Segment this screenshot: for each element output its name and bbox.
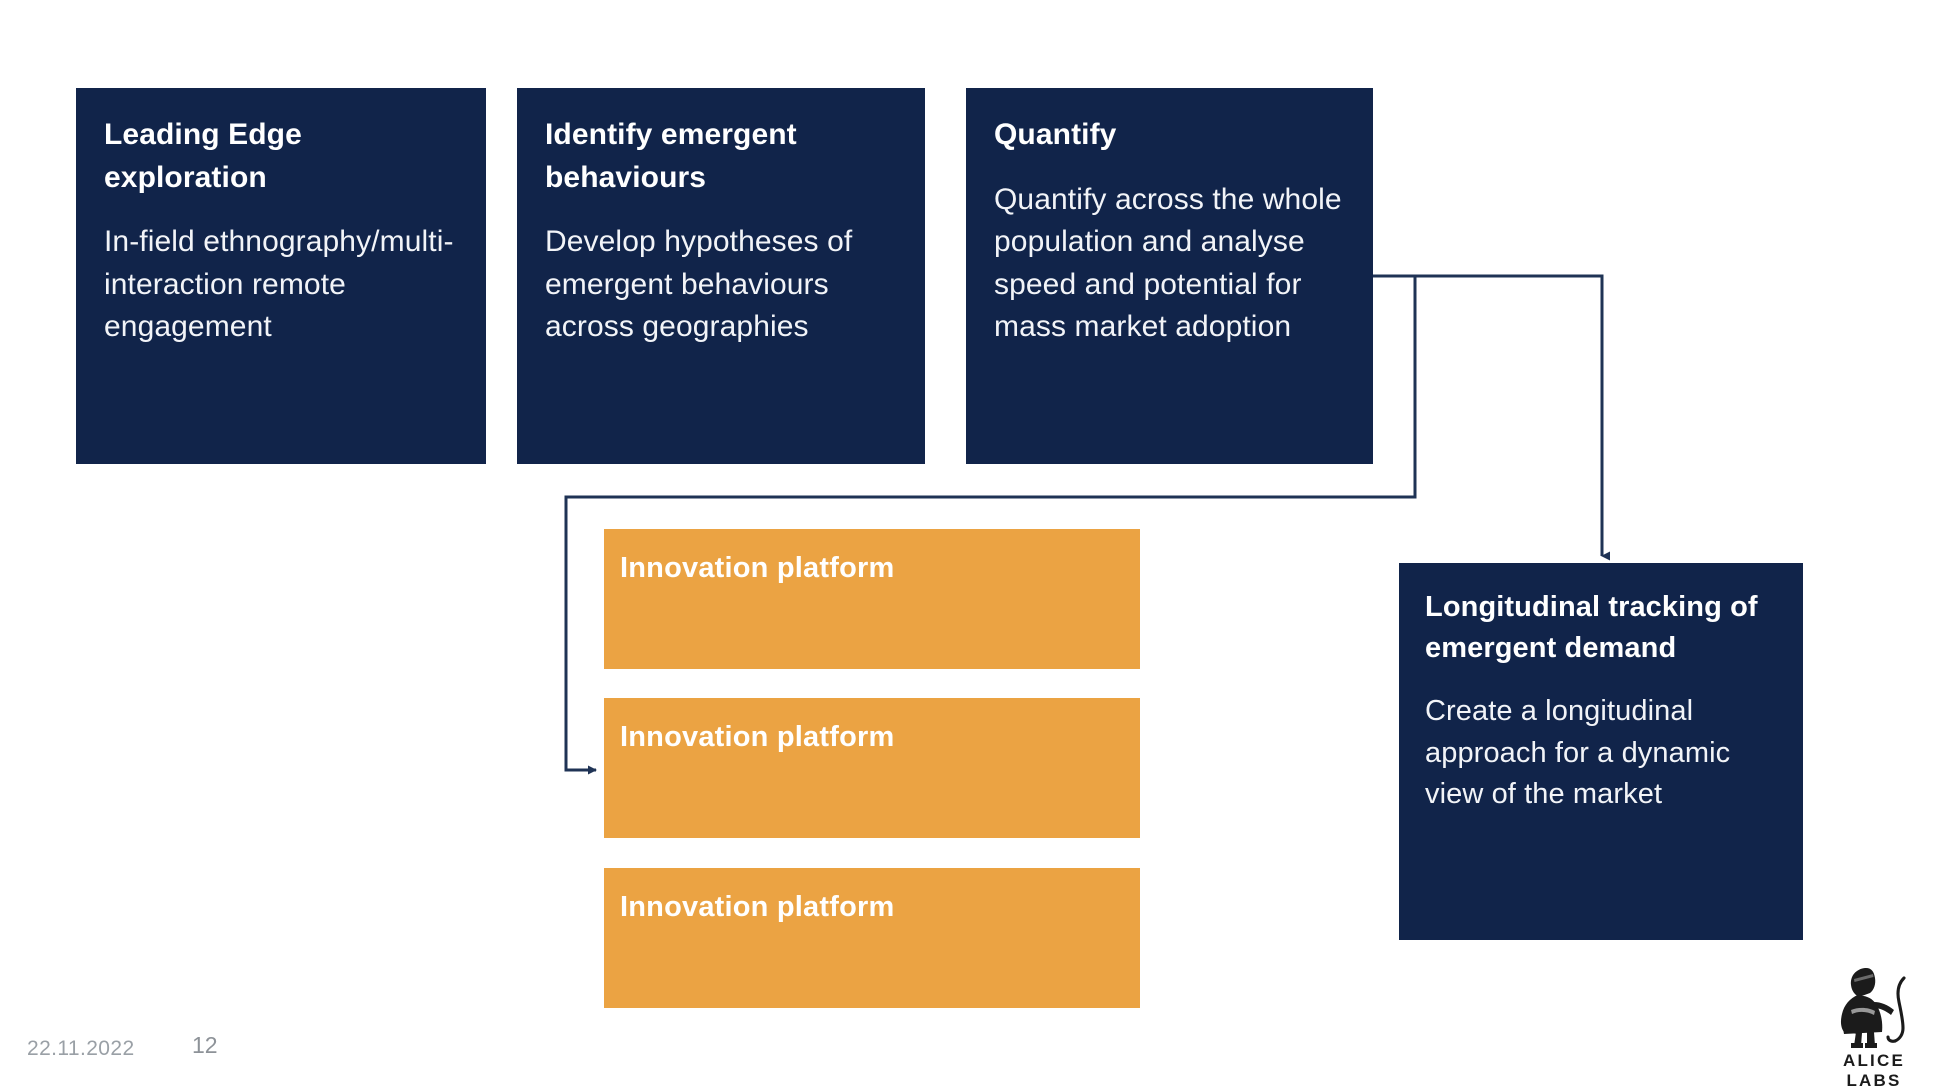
outcome-box-longitudinal-tracking[interactable]: Longitudinal tracking of emergent demand…	[1399, 563, 1803, 940]
innovation-platform-label: Innovation platform	[620, 552, 895, 584]
process-box-body: Quantify across the whole population and…	[994, 182, 1342, 344]
outcome-box-title: Longitudinal tracking of emergent demand	[1425, 591, 1758, 665]
process-box-quantify[interactable]: Quantify Quantify across the whole popul…	[966, 88, 1373, 464]
connector-quantify-to-longitudinal	[1373, 274, 1610, 561]
alice-silhouette-icon	[1840, 967, 1906, 1048]
process-box-title: Quantify	[994, 118, 1117, 151]
process-box-leading-edge[interactable]: Leading Edge exploration In-field ethnog…	[76, 88, 486, 464]
outcome-box-body: Create a longitudinal approach for a dyn…	[1425, 695, 1731, 810]
innovation-platform-bar[interactable]: Innovation platform	[604, 868, 1140, 1008]
process-box-identify-emergent-behaviours[interactable]: Identify emergent behaviours Develop hyp…	[517, 88, 925, 464]
process-box-title: Leading Edge exploration	[104, 118, 302, 194]
alice-labs-wordmark: ALICE LABS	[1843, 1051, 1905, 1090]
footer-date: 22.11.2022	[27, 1037, 135, 1060]
process-box-body: In-field ethnography/multi-interaction r…	[104, 225, 454, 344]
innovation-platform-bar[interactable]: Innovation platform	[604, 698, 1140, 838]
innovation-platform-bar[interactable]: Innovation platform	[604, 529, 1140, 669]
alice-labs-logo: ALICE LABS	[1818, 962, 1930, 1090]
innovation-platform-label: Innovation platform	[620, 891, 895, 923]
process-box-body: Develop hypotheses of emergent behaviour…	[545, 225, 853, 344]
process-box-title: Identify emergent behaviours	[545, 118, 797, 194]
footer-page-number: 12	[192, 1032, 218, 1058]
innovation-platform-label: Innovation platform	[620, 721, 895, 753]
